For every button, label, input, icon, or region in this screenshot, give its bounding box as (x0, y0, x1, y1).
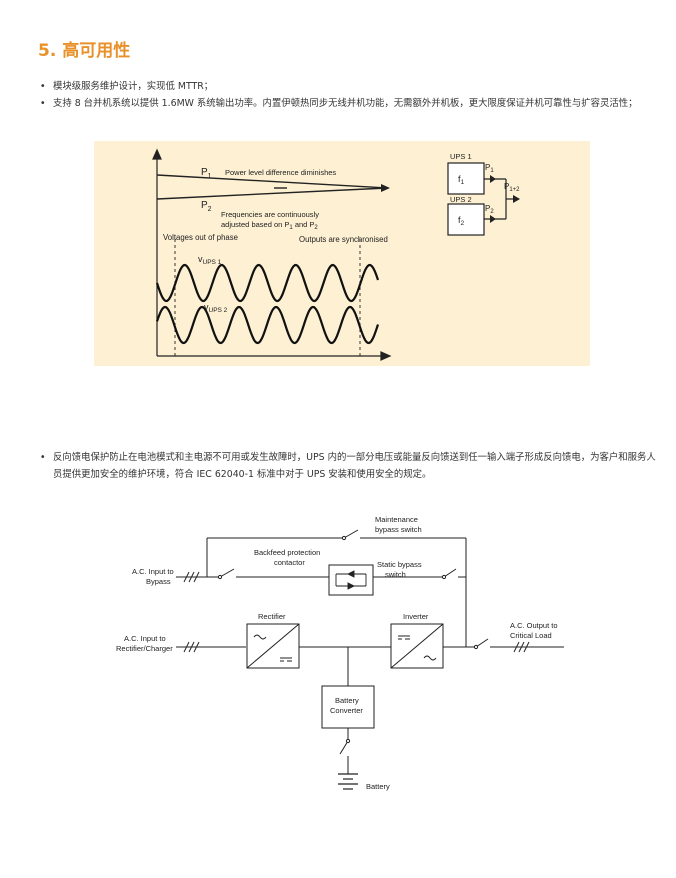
ups2-label: UPS 2 (450, 195, 472, 204)
battery-converter-label-1: Battery (335, 696, 359, 705)
f2-label: f2 (458, 215, 465, 227)
ups2-output-label: P2 (485, 204, 494, 215)
bullet-item-parallel: • 支持 8 台并机系统以提供 1.6MW 系统输出功率。内置伊顿热同步无线并机… (40, 95, 660, 112)
ups1-voltage-wave (155, 263, 380, 303)
bullet-item-backfeed: • 反向馈电保护防止在电池模式和主电源不可用或发生故障时，UPS 内的一部分电压… (40, 449, 660, 483)
frequency-label-line1: Frequencies are continuously (221, 210, 319, 219)
maintenance-switch-label-1: Maintenance (375, 515, 418, 524)
bullet-dot: • (40, 98, 46, 109)
out-of-phase-label: Voltages out of phase (163, 233, 238, 242)
p1-label: P1 (201, 167, 212, 180)
bullet-item-mttr: • 模块级服务维护设计，实现低 MTTR； (40, 78, 640, 95)
backfeed-diagram: Maintenance bypass switch Backfeed prote… (116, 515, 564, 791)
ac-bypass-label-2: Bypass (146, 577, 171, 586)
ups1-label: UPS 1 (450, 152, 472, 161)
inverter-label: Inverter (403, 612, 429, 621)
maintenance-switch-label-2: bypass switch (375, 525, 422, 534)
ac-rectifier-label-2: Rectifier/Charger (116, 644, 173, 653)
battery-converter-label-2: Converter (330, 706, 363, 715)
backfeed-contactor-label-2: contactor (274, 558, 305, 567)
ac-output-label-1: A.C. Output to (510, 621, 558, 630)
frequency-label-line2: adjusted based on P1 and P2 (221, 220, 318, 231)
sync-diagram: P1 Power level difference diminishes P2 … (152, 148, 520, 361)
static-switch-label-2: switch (385, 570, 406, 579)
battery-label: Battery (366, 782, 390, 791)
v-ups2-label: vUPS 2 (204, 302, 228, 314)
bullet-text: 模块级服务维护设计，实现低 MTTR； (53, 81, 214, 92)
p2-label: P2 (201, 200, 212, 213)
ups2-voltage-wave (155, 305, 380, 345)
backfeed-contactor-label-1: Backfeed protection (254, 548, 320, 557)
bullet-text: 支持 8 台并机系统以提供 1.6MW 系统输出功率。内置伊顿热同步无线并机功能… (53, 98, 638, 109)
ac-output-label-2: Critical Load (510, 631, 552, 640)
ac-bypass-label-1: A.C. Input to (132, 567, 174, 576)
v-ups1-label: vUPS 1 (198, 254, 222, 266)
synchronised-label: Outputs are synchronised (299, 235, 388, 244)
ups1-block (447, 162, 485, 195)
power-difference-label: Power level difference diminishes (225, 168, 336, 177)
ups1-output-label: P1 (485, 163, 494, 174)
bullet-dot: • (40, 81, 46, 92)
rectifier-label: Rectifier (258, 612, 286, 621)
sync-figure: P1 Power level difference diminishes P2 … (94, 141, 590, 366)
ac-rectifier-label-1: A.C. Input to (124, 634, 166, 643)
bullet-dot: • (40, 452, 46, 463)
static-switch-label-1: Static bypass (377, 560, 422, 569)
sum-output-label: P1+2 (504, 182, 520, 193)
section-title: 5. 高可用性 (38, 41, 131, 61)
bullet-text: 反向馈电保护防止在电池模式和主电源不可用或发生故障时，UPS 内的一部分电压或能… (53, 452, 656, 480)
backfeed-figure: Maintenance bypass switch Backfeed prote… (94, 498, 588, 798)
ups2-block (447, 203, 485, 236)
f1-label: f1 (458, 174, 465, 186)
